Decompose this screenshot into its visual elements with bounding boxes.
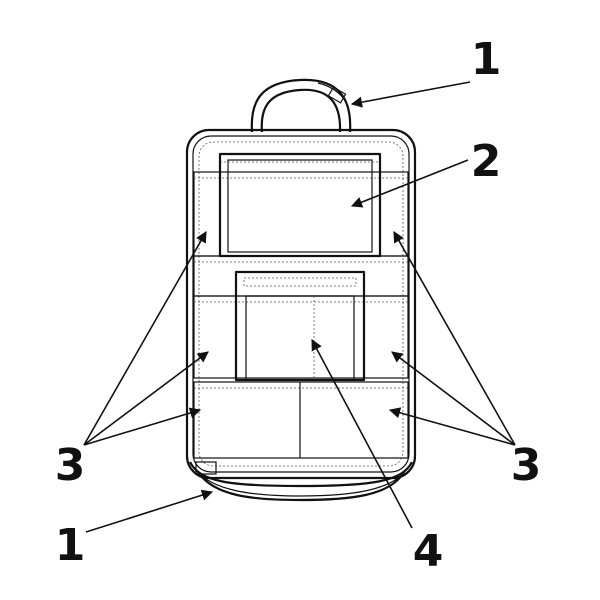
- callout-strap-bottom: 1: [55, 520, 86, 571]
- leader-left-upper: [83, 231, 207, 446]
- callout-pockets-right: 3: [511, 440, 542, 491]
- leader-left-bottom: [83, 407, 202, 446]
- middle-mesh-pockets: [193, 295, 409, 379]
- callout-pockets-left: 3: [55, 440, 86, 491]
- upper-mesh-pockets: [193, 171, 409, 257]
- leader-lines: [83, 81, 516, 533]
- leader-right-middle: [391, 351, 516, 446]
- callout-strap-top: 1: [471, 34, 502, 85]
- bottom-strap: [189, 461, 413, 502]
- leader-strap-bottom: [85, 489, 214, 533]
- callout-tablet-holder: 2: [471, 136, 502, 187]
- middle-band: [193, 255, 409, 297]
- organizer-body: [185, 128, 417, 480]
- center-pocket: [234, 270, 366, 382]
- callout-labels: 1 2 3 3 4 1: [55, 34, 542, 577]
- leader-center-pocket: [311, 339, 413, 529]
- bottom-mesh-pockets: [193, 381, 409, 459]
- leader-right-upper: [393, 231, 516, 446]
- top-strap: [250, 78, 352, 133]
- leader-right-bottom: [388, 407, 516, 446]
- callout-center-pocket: 4: [413, 526, 444, 577]
- leader-tablet-holder: [350, 159, 469, 208]
- leader-left-middle: [83, 351, 209, 446]
- leader-strap-top: [350, 81, 471, 108]
